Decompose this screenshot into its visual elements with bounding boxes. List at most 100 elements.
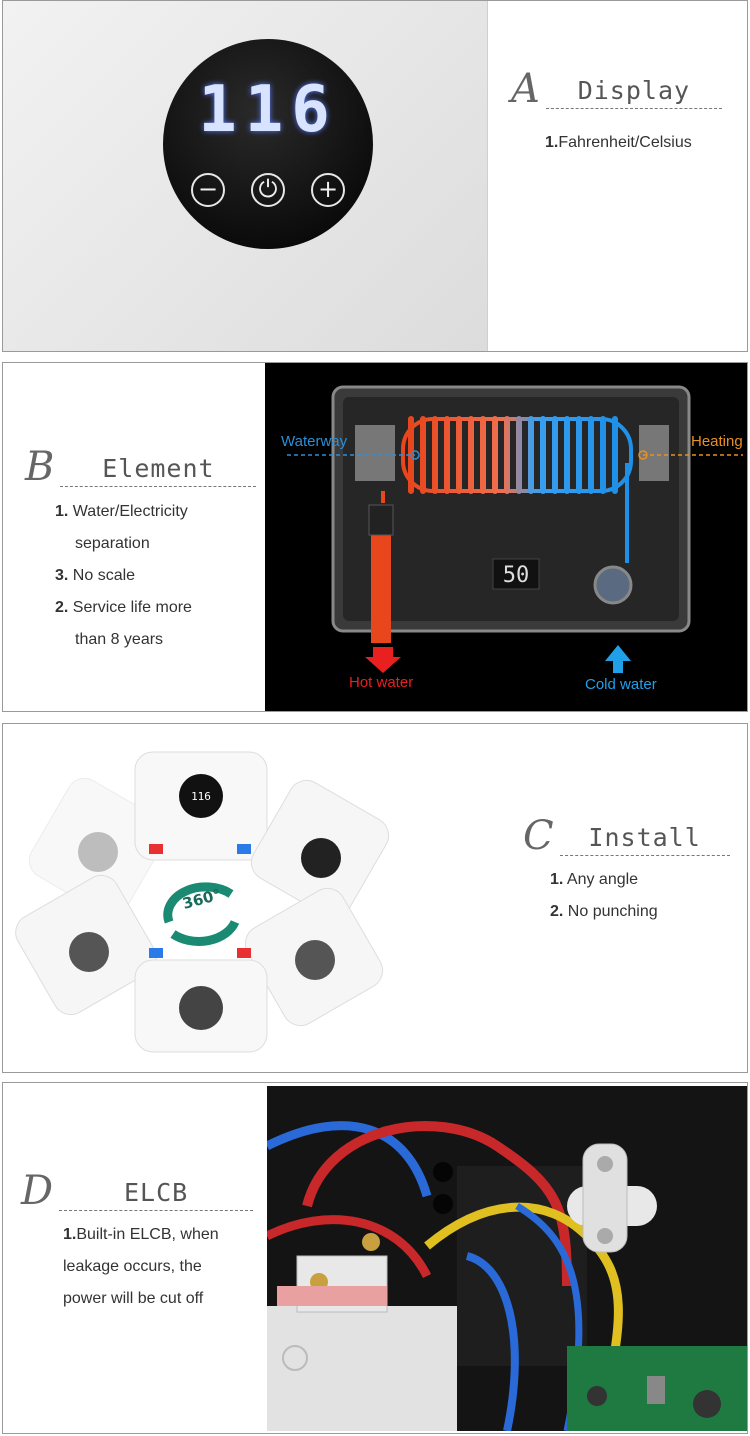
waterway-marker [410,450,420,460]
bracket-right [639,425,669,481]
heating-label: Heating [691,433,743,450]
heater-unit-right [250,779,390,919]
cold-water-arrow [605,645,631,673]
feature-item: 2. No punching [550,896,658,928]
heating-marker [638,450,648,460]
section-title: Install [559,823,730,856]
section-heading: A Display [511,69,722,109]
mount-hole [433,1162,453,1182]
elcb-wiring-photo [267,1086,747,1431]
control-dial: 116 − ⏻ + [163,39,373,249]
red-wire [267,1215,432,1279]
hot-connector-icon [149,844,163,854]
feature-text: No punching [567,903,658,920]
hot-element-rod [371,533,391,643]
terminal-block [267,1306,457,1431]
feature-text-continued: than 8 years [75,631,164,648]
plus-icon: + [311,173,345,207]
elcb-wiring-illustration [267,1086,747,1431]
flow-sensor [593,565,633,605]
section-letter: B [25,444,55,490]
rotation-arrow-icon [163,882,234,924]
feature-text: Any angle [566,871,639,888]
capacitor [693,1390,721,1418]
heater-unit-bottom [134,959,268,1053]
rotation-arrow-icon [170,919,240,946]
feature-item: 3. No scale [55,560,192,592]
divider [487,1,488,351]
feature-item: 2. Service life more than 8 years [55,592,192,656]
display-panel-photo: 116 − ⏻ + [3,1,487,351]
bracket-left [355,425,395,481]
blue-wire [267,1121,432,1198]
screw-icon [597,1228,613,1244]
blue-wire [465,1252,519,1431]
heater-board [343,397,679,621]
power-icon: ⏻ [251,173,285,207]
screw-icon [597,1156,613,1172]
section-letter: A [511,66,540,112]
heater-unit-top: 116 [134,751,268,861]
feature-text: No scale [72,567,136,584]
minus-icon: − [191,173,225,207]
capacitor [587,1386,607,1406]
pipe-clamp [582,1143,628,1253]
feature-number: 2. [55,599,69,616]
rotating-units-graphic: 116 360° [15,751,390,1053]
feature-item: leakage occurs, the [63,1251,219,1283]
feature-item: 1. Any angle [550,864,658,896]
feature-text: Water/Electricity [72,503,188,520]
section-heading: B Element [25,444,257,490]
hot-connector-icon [237,948,251,958]
feature-number: 1. [550,871,564,888]
feature-item: power will be cut off [63,1283,219,1315]
cold-connector-icon [237,844,251,854]
feature-number: 1. [63,1226,77,1243]
feature-item: 1.Fahrenheit/Celsius [545,127,692,159]
heater-unit-left [15,874,157,1016]
section-title: Element [60,454,257,487]
section-display: 116 − ⏻ + A Display 1.Fahrenheit/Celsius [2,0,748,352]
feature-text: Fahrenheit/Celsius [558,134,692,151]
feature-text: Service life more [72,599,192,616]
section-title: Display [545,76,722,109]
feature-list: 1.Built-in ELCB, when leakage occurs, th… [63,1219,219,1315]
heating-element-illustration: 50 [287,385,743,673]
cold-water-label: Cold water [585,676,657,693]
relay-pins [277,1286,387,1306]
screw-icon [362,1233,380,1251]
heater-unit-ghost [28,777,168,917]
element-cap [368,504,394,536]
waterway-label: Waterway [281,433,348,450]
heating-element-diagram: 50 Waterway Heating Hot water Cold water [265,363,747,711]
section-letter: C [523,813,554,859]
section-title: ELCB [59,1178,254,1211]
hot-water-arrow [365,647,401,673]
component [647,1376,665,1404]
feature-list: 1.Fahrenheit/Celsius [545,127,692,159]
section-install: 116 360° C Install [2,723,748,1073]
section-elcb: D ELCB 1.Built-in ELCB, when leakage occ… [2,1082,748,1434]
feature-text: power will be cut off [63,1290,204,1307]
mount-hole [282,1345,308,1371]
feature-item: 1.Built-in ELCB, when [63,1219,219,1251]
section-letter: D [21,1168,54,1214]
temperature-readout: 116 [198,73,338,147]
section-heading: C Install [523,816,730,856]
feature-number: 1. [55,503,69,520]
mount-hole [433,1194,453,1214]
section-heading: D ELCB [21,1168,254,1214]
feature-text: Built-in ELCB, when [76,1226,219,1243]
feature-number: 1. [545,134,559,151]
feature-list: 1. Any angle 2. No punching [550,864,658,928]
element-display-value: 50 [503,563,530,588]
cold-connector-icon [149,948,163,958]
feature-number: 2. [550,903,564,920]
hot-water-label: Hot water [349,674,414,691]
feature-text: leakage occurs, the [63,1258,202,1275]
element-display [492,558,540,590]
feature-number: 3. [55,567,69,584]
